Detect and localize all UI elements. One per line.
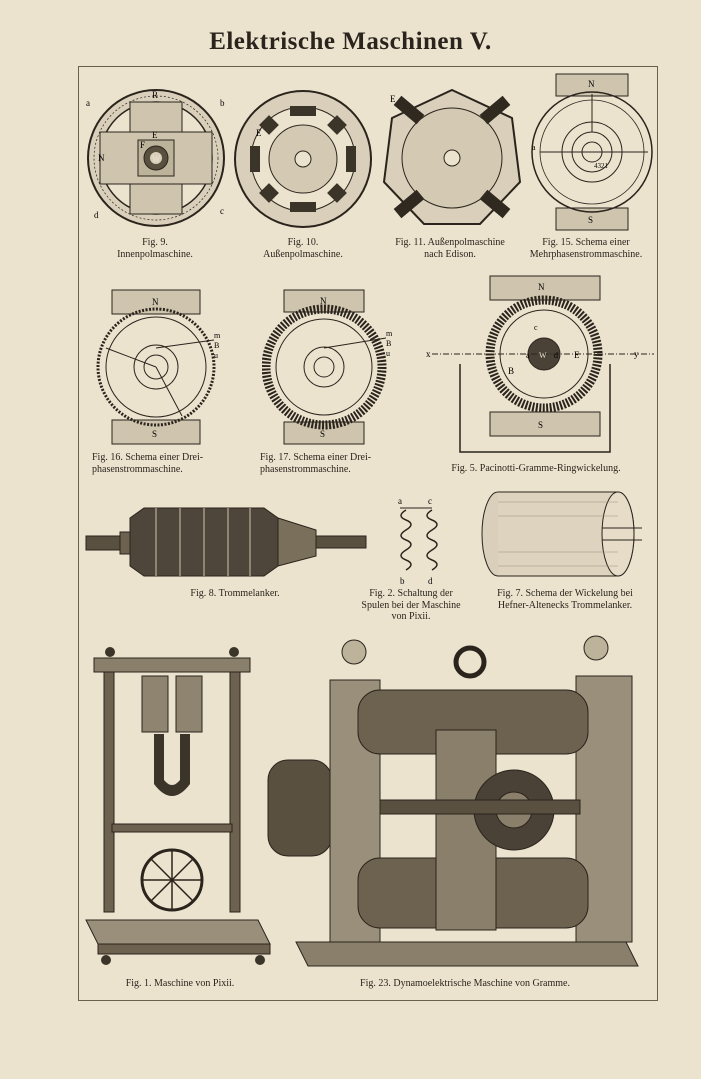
fig1-pixii-drawing — [82, 644, 274, 970]
fig9-label-r: R — [152, 90, 158, 100]
fig17-label-m: m — [386, 329, 393, 338]
fig16-label-b: B — [214, 341, 219, 350]
fig9-caption: Fig. 9. Innenpolmaschine. — [117, 237, 193, 260]
fig7-caption: Fig. 7. Schema der Wickelung bei Hefner-… — [497, 588, 633, 611]
fig11-caption: Fig. 11. Außenpolmaschine nach Edison. — [395, 237, 505, 260]
fig9-label-c: c — [220, 206, 224, 216]
fig5-label-n: N — [538, 282, 545, 292]
fig9-label-b: b — [220, 98, 225, 108]
fig2-caption: Fig. 2. Schaltung der Spulen bei der Mas… — [361, 588, 461, 622]
fig2-label-b: b — [400, 576, 405, 586]
fig8-caption: Fig. 8. Trommelanker. — [190, 588, 280, 599]
fig2-label-a: a — [398, 496, 402, 506]
fig16-label-s: S — [152, 429, 157, 439]
fig16-label-m: m — [214, 331, 221, 340]
fig8-trommelanker-drawing — [84, 500, 370, 582]
fig15-label-n: N — [588, 79, 595, 89]
fig5-label-s: S — [538, 420, 543, 430]
fig9-label-e: E — [152, 130, 158, 140]
plate-frame — [78, 66, 658, 1001]
fig16-label-n: N — [152, 297, 159, 307]
fig17-dreiphasen-drawing: N S m B u — [262, 288, 394, 446]
fig15-label-a: a — [532, 143, 536, 152]
fig7-hefner-alteneck-drawing — [478, 488, 644, 584]
fig17-label-u: u — [386, 349, 390, 358]
fig15-mehrphasen-drawing: N S a 4321 — [528, 72, 656, 232]
fig16-label-u: u — [214, 351, 218, 360]
fig16-caption: Fig. 16. Schema einer Drei- phasenstromm… — [92, 452, 204, 475]
fig5-pacinotti-gramme-drawing: x y N S B E W c a d — [424, 274, 660, 456]
fig17-label-s: S — [320, 429, 325, 439]
fig5-label-a: a — [526, 351, 530, 360]
fig9-label-d: d — [94, 210, 99, 220]
fig2-label-d: d — [428, 576, 433, 586]
page-title: Elektrische Maschinen V. — [209, 28, 492, 55]
fig11-edison-drawing: E — [380, 86, 524, 230]
fig9-label-a: a — [86, 98, 90, 108]
fig10-label-e: E — [256, 128, 262, 138]
fig15-caption: Fig. 15. Schema einer Mehrphasenstrommas… — [529, 237, 643, 260]
fig23-gramme-drawing — [266, 630, 650, 970]
fig15-label-s: S — [588, 215, 593, 225]
fig5-caption: Fig. 5. Pacinotti-Gramme-Ringwickelung. — [451, 463, 621, 474]
fig10-caption: Fig. 10. Außenpolmaschine. — [263, 237, 343, 260]
fig9-label-f: F — [140, 140, 145, 150]
fig5-label-w: W — [539, 351, 547, 360]
fig2-label-c: c — [428, 496, 432, 506]
fig5-label-x: x — [426, 349, 431, 359]
fig15-label-nums: 4321 — [594, 162, 609, 170]
fig5-label-e: E — [574, 350, 580, 360]
fig2-schaltung-drawing: a c b d — [390, 494, 454, 586]
fig11-label-e: E — [390, 94, 396, 104]
fig5-label-c: c — [534, 323, 538, 332]
fig9-innenpolmaschine-drawing: a b c d R N E F W — [84, 86, 234, 230]
fig5-label-d: d — [554, 351, 558, 360]
fig17-label-b: B — [386, 339, 391, 348]
fig23-caption: Fig. 23. Dynamoelektrische Maschine von … — [360, 978, 570, 989]
fig17-caption: Fig. 17. Schema einer Drei- phasenstromm… — [260, 452, 372, 475]
fig9-label-w: W — [152, 154, 161, 164]
fig17-label-n: N — [320, 296, 327, 306]
fig5-label-y: y — [634, 349, 639, 359]
fig1-caption: Fig. 1. Maschine von Pixii. — [125, 978, 235, 989]
fig5-label-b: B — [508, 366, 514, 376]
fig10-aussenpolmaschine-drawing: E — [232, 88, 374, 230]
fig16-dreiphasen-drawing: N S m B u — [94, 288, 222, 446]
fig9-label-n: N — [98, 153, 105, 163]
